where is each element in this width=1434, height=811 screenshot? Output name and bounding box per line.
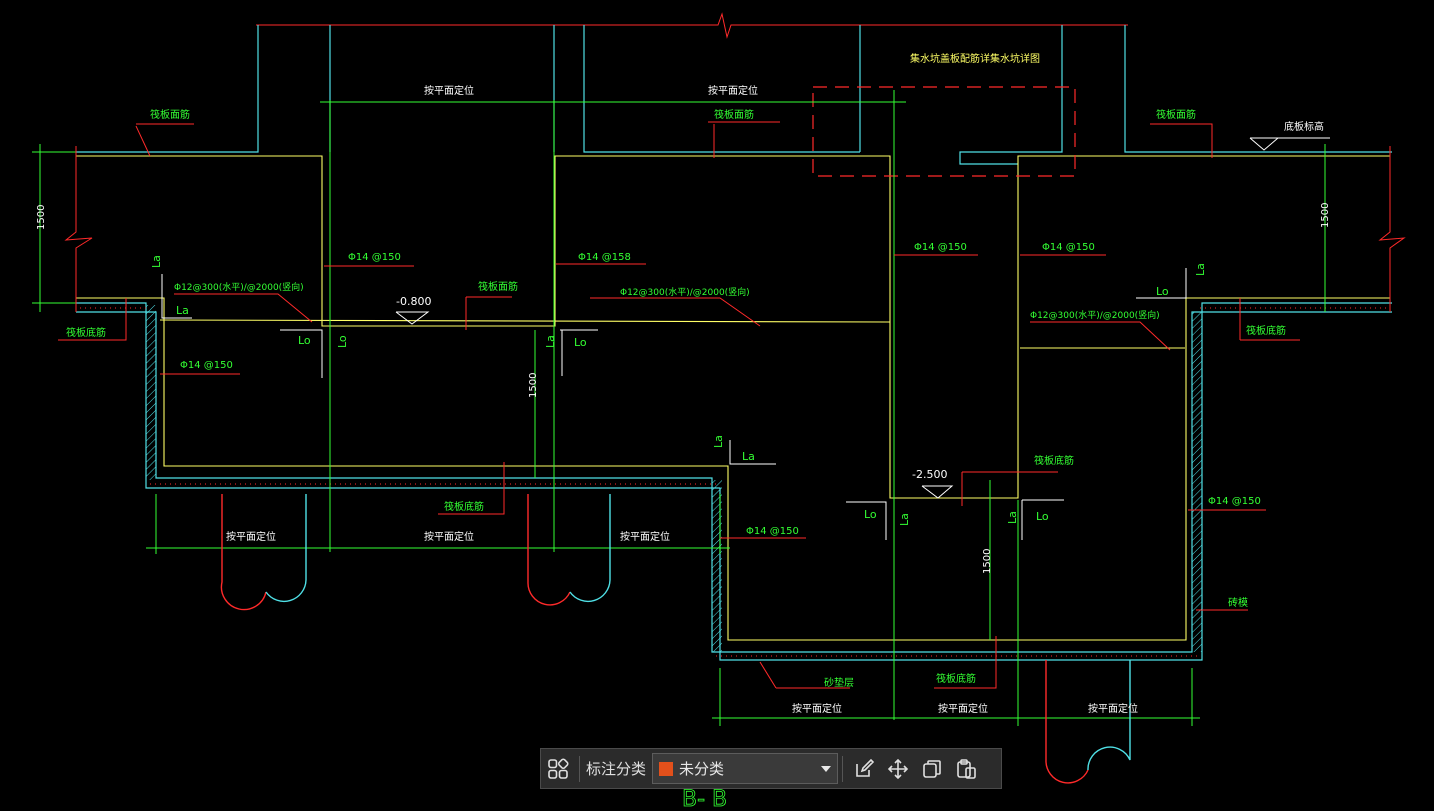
bar-12-label: Φ12@300(水平)/@2000(竖向) <box>174 281 304 293</box>
category-selected-value: 未分类 <box>679 760 725 778</box>
dim-1500-right: 1500 <box>1320 203 1331 228</box>
dim-1500-lower: 1500 <box>982 549 993 574</box>
bar-12-label: Φ12@300(水平)/@2000(竖向) <box>620 286 750 298</box>
lo-label: Lo <box>574 336 587 349</box>
bar-label: Φ14 @150 <box>1042 242 1095 253</box>
bar-label: Φ14 @150 <box>746 526 799 537</box>
raft-bottom-bars-label: 筏板底筋 <box>1246 324 1286 337</box>
callout-pit-text: 集水坑盖板配筋详集水坑详图 <box>910 52 1040 65</box>
cushion-label: 砂垫层 <box>824 676 854 689</box>
dim-1500-mid: 1500 <box>528 373 539 398</box>
grid-icon[interactable] <box>541 752 575 786</box>
raft-top-bars-label: 筏板面筋 <box>714 108 754 121</box>
copy-icon[interactable] <box>915 752 949 786</box>
raft-bottom-bars-label: 筏板底筋 <box>1034 454 1074 467</box>
lo-label: Lo <box>864 508 877 521</box>
plan-pos-label: 按平面定位 <box>424 530 474 543</box>
break-marks <box>64 146 1406 312</box>
paste-icon[interactable] <box>949 752 983 786</box>
la-label: La <box>544 335 557 348</box>
bar-12-label-b: Φ12@300(水平)/@2000(竖向) <box>1030 309 1160 321</box>
annotation-toolbar: 标注分类 未分类 <box>540 748 1002 789</box>
raft-bottom-bars-label: 筏板底筋 <box>936 672 976 685</box>
plan-pos-label: 按平面定位 <box>1088 702 1138 715</box>
dimension-lines <box>32 90 1326 726</box>
lo-label: Lo <box>1156 285 1169 298</box>
bar-label: Φ14 @150 <box>914 242 967 253</box>
edit-icon[interactable] <box>847 752 881 786</box>
brick-mold-label: 砖模 <box>1228 596 1248 609</box>
la-label: La <box>176 304 189 317</box>
section-title: B- B <box>682 787 727 811</box>
plan-pos-label: 按平面定位 <box>424 84 474 97</box>
move-icon[interactable] <box>881 752 915 786</box>
la-label: La <box>1006 511 1019 524</box>
la-label: La <box>742 450 755 463</box>
hatched-walls <box>146 305 1202 652</box>
break-line-top <box>256 12 1128 39</box>
lo-label: Lo <box>1036 510 1049 523</box>
cushion-layer <box>80 307 1390 657</box>
bar-label: Φ14 @150 <box>180 360 233 371</box>
toolbar-divider <box>579 755 580 782</box>
la-label: La <box>150 255 163 268</box>
anchor-arrows <box>161 268 1187 540</box>
pile-hooks <box>220 494 1131 784</box>
plan-pos-label: 按平面定位 <box>938 702 988 715</box>
dim-1500-left: 1500 <box>36 205 47 230</box>
chevron-down-icon <box>821 765 832 772</box>
elevation-top-label: 底板标高 <box>1284 120 1324 133</box>
la-label: La <box>898 513 911 526</box>
bar-label: Φ14 @158 <box>578 252 631 263</box>
rebar-lines <box>76 155 1390 641</box>
raft-top-bars-label: 筏板面筋 <box>150 108 190 121</box>
lo-label: Lo <box>336 335 349 348</box>
bar-label: Φ14 @150 <box>348 252 401 263</box>
raft-bottom-bars-label: 筏板底筋 <box>66 326 106 339</box>
category-color-swatch <box>659 761 674 776</box>
leader-lines <box>58 121 1300 689</box>
lo-label: Lo <box>298 334 311 347</box>
plan-pos-label: 按平面定位 <box>620 530 670 543</box>
elevation-label-1: -0.800 <box>396 295 431 308</box>
annotation-category-label: 标注分类 <box>586 760 647 778</box>
plan-pos-label: 按平面定位 <box>792 702 842 715</box>
toolbar-divider <box>842 755 844 782</box>
raft-top-bars-label: 筏板面筋 <box>1156 108 1196 121</box>
elevation-label-2: -2.500 <box>912 468 947 481</box>
category-select[interactable]: 未分类 <box>652 753 839 784</box>
plan-pos-label: 按平面定位 <box>226 530 276 543</box>
la-label: La <box>1194 263 1207 276</box>
pit-callout-box <box>812 86 1076 177</box>
elevation-markers <box>395 137 1330 499</box>
la-label: La <box>712 435 725 448</box>
bar-label: Φ14 @150 <box>1208 496 1261 507</box>
raft-bottom-bars-label: 筏板底筋 <box>444 500 484 513</box>
raft-top-bars-label: 筏板面筋 <box>478 280 518 293</box>
plan-pos-label: 按平面定位 <box>708 84 758 97</box>
